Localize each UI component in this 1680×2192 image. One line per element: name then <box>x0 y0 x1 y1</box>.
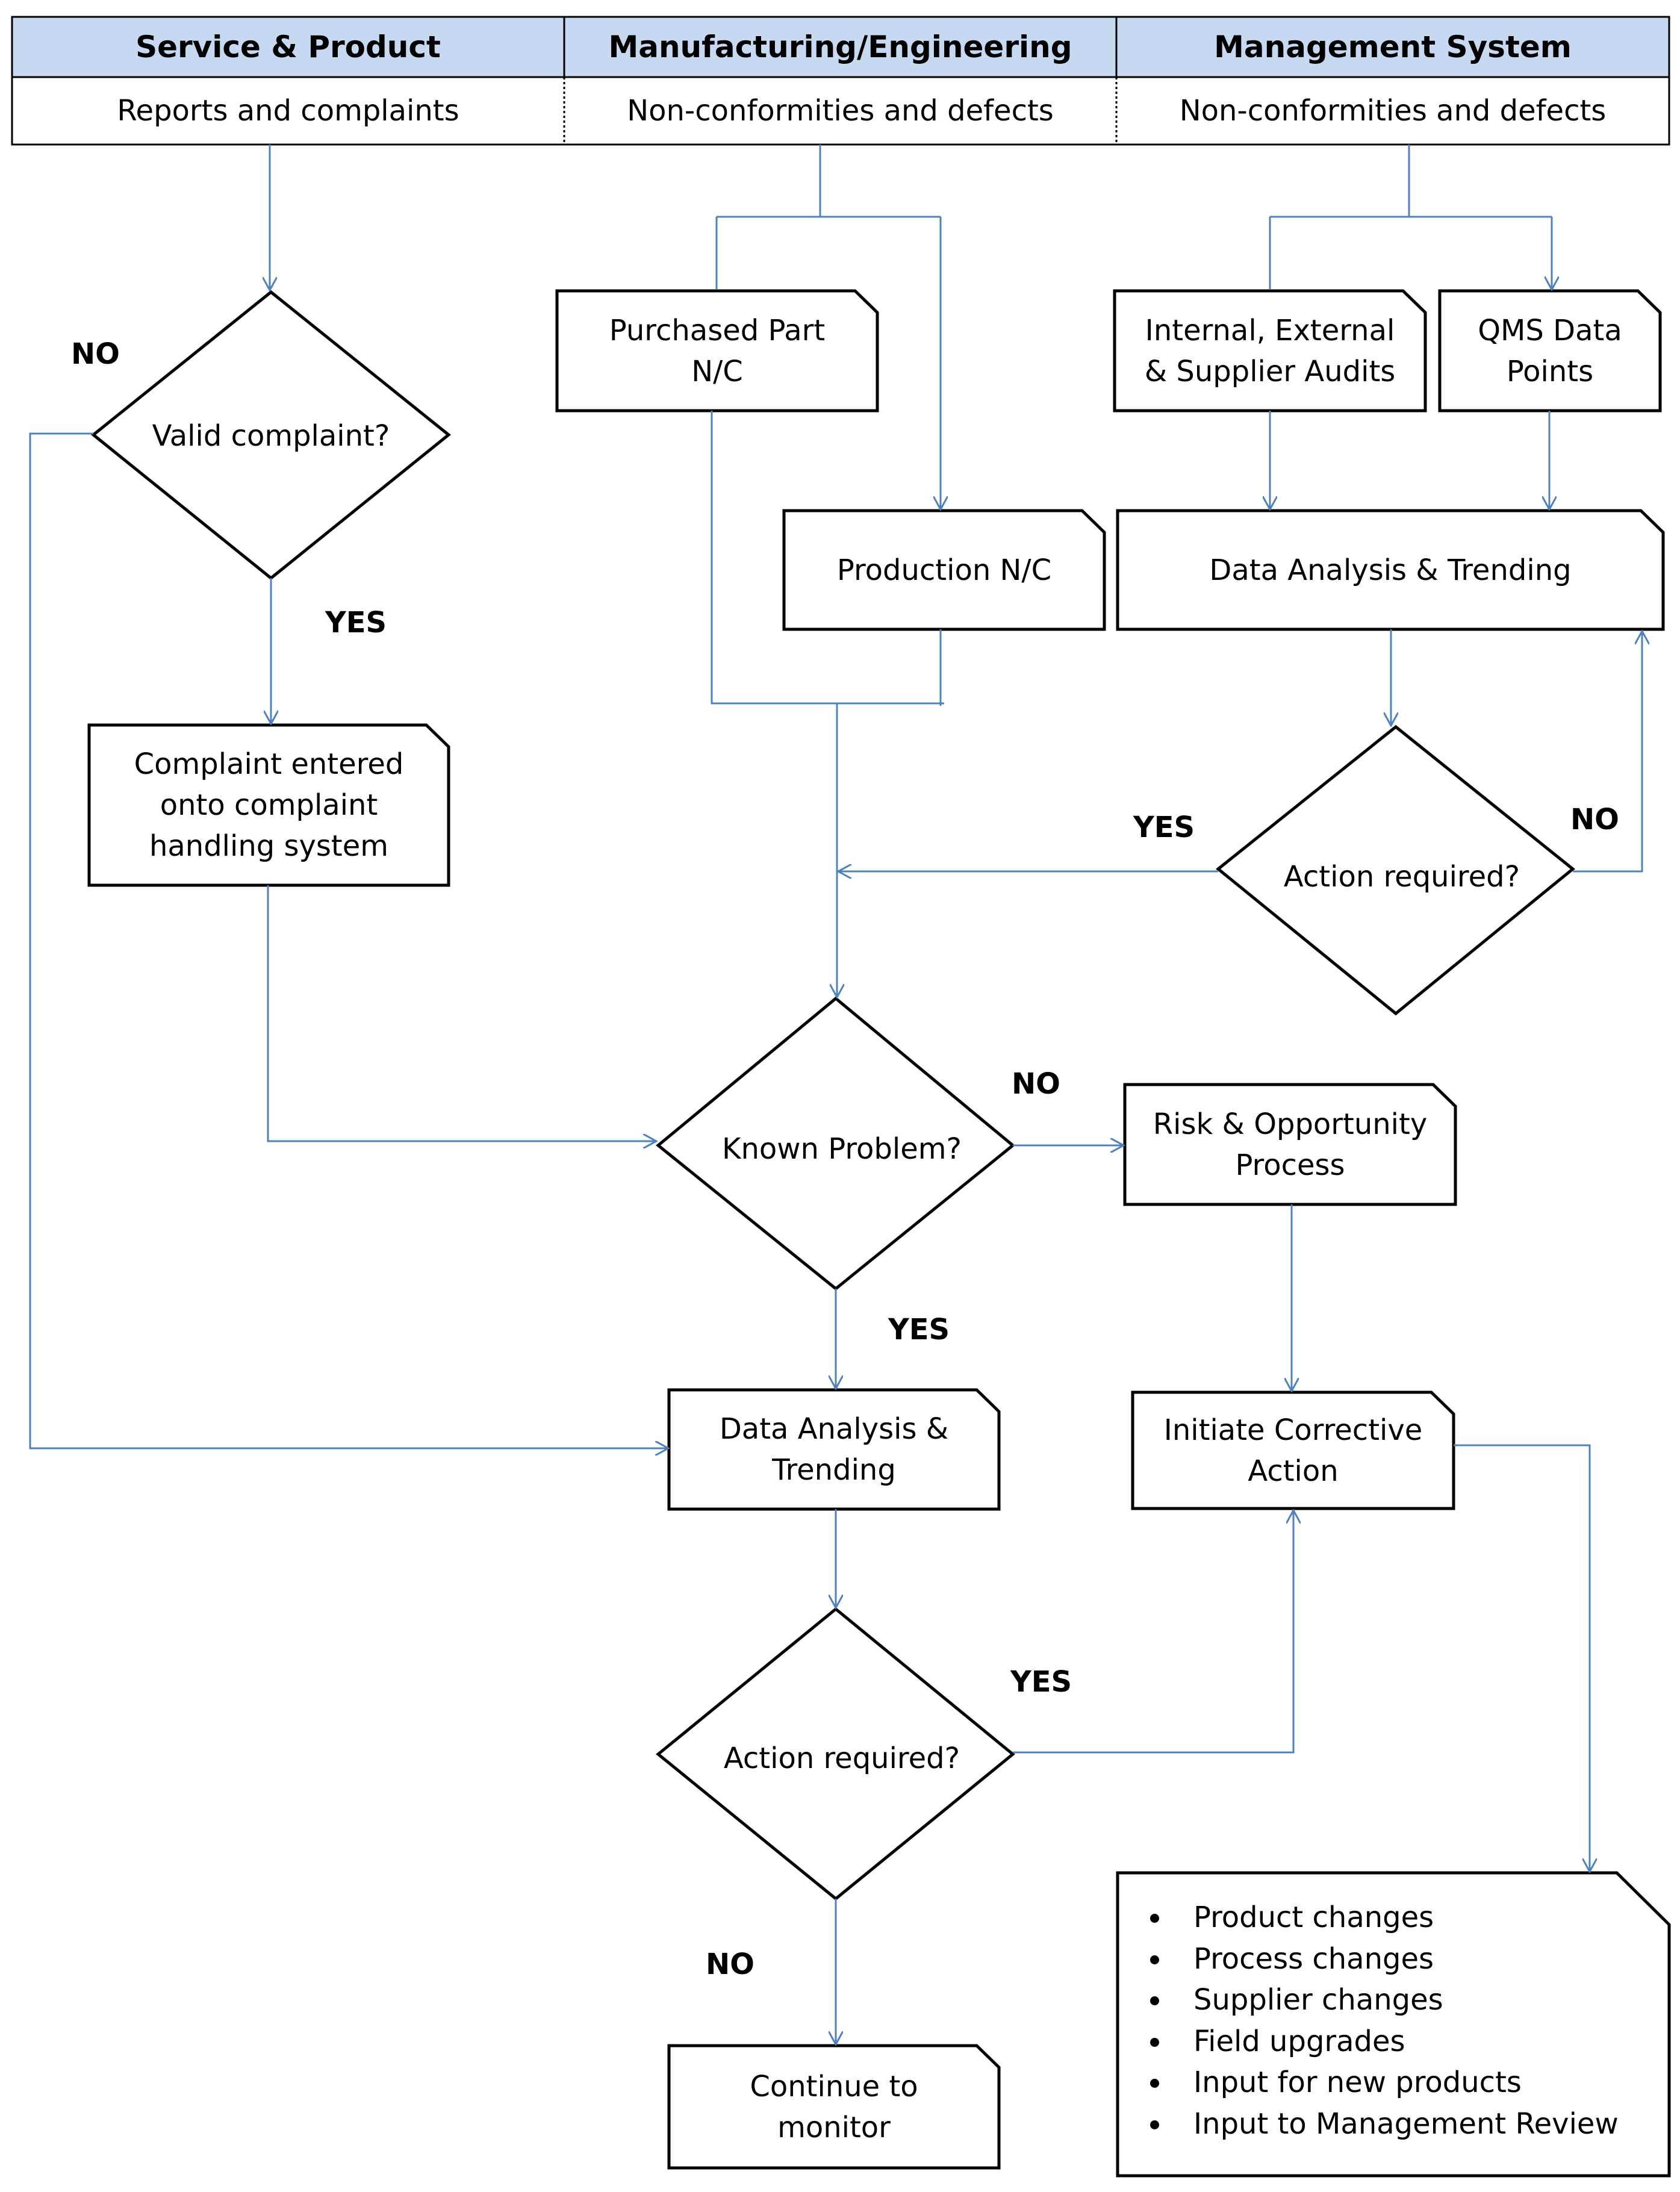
continue-monitor-box <box>667 2044 1001 2170</box>
outcome-item: Product changes <box>1144 1897 1662 1938</box>
audits-label: Internal, External & Supplier Audits <box>1115 291 1425 411</box>
complaint-entered-line1: Complaint entered <box>134 747 404 781</box>
data-analysis-mid-label: Data Analysis & Trending <box>669 1390 999 1509</box>
action-required-top-label: Action required? <box>1283 860 1520 894</box>
risk-opportunity-line2: Process <box>1235 1148 1345 1182</box>
purchased-part-line1: Purchased Part <box>609 313 826 347</box>
audits-line2: & Supplier Audits <box>1144 354 1396 388</box>
data-analysis-mid-line1: Data Analysis & <box>719 1412 949 1446</box>
outcomes-list: Product changes Process changes Supplier… <box>1144 1897 1662 2144</box>
no-label-action-bottom: NO <box>706 1948 754 1981</box>
audits-line1: Internal, External <box>1145 313 1395 347</box>
initiate-ca-box <box>1131 1390 1455 1510</box>
risk-opportunity-box <box>1123 1083 1457 1206</box>
data-analysis-mid-box <box>667 1388 1001 1511</box>
outcome-item: Process changes <box>1144 1938 1662 1980</box>
risk-opportunity-label: Risk & Opportunity Process <box>1125 1085 1455 1204</box>
known-problem-label: Known Problem? <box>722 1132 962 1166</box>
complaint-entered-line2: onto complaint <box>160 788 378 822</box>
continue-monitor-label: Continue to monitor <box>669 2046 999 2168</box>
no-label-action-top: NO <box>1570 803 1619 836</box>
data-analysis-top-box <box>1116 509 1665 631</box>
valid-complaint-label: Valid complaint? <box>152 419 390 453</box>
connector-purchased-merge <box>711 411 944 706</box>
outcomes-box <box>1116 1871 1671 2178</box>
complaint-entered-box <box>87 723 450 887</box>
outcome-item: Input for new products <box>1144 2062 1662 2103</box>
subheader-manufacturing-engineering: Non-conformities and defects <box>627 94 1054 128</box>
qms-data-line2: Points <box>1506 354 1594 388</box>
complaint-entered-label: Complaint entered onto complaint handlin… <box>89 725 449 885</box>
initiate-ca-label: Initiate Corrective Action <box>1133 1392 1454 1509</box>
connector-mfg-split <box>715 145 941 509</box>
yes-label-action-bottom: YES <box>1010 1665 1072 1699</box>
no-label-known-problem: NO <box>1012 1067 1060 1101</box>
subheader-service-product: Reports and complaints <box>117 94 459 128</box>
yes-label-valid-complaint: YES <box>325 606 387 640</box>
connector-valid-no <box>29 432 668 1448</box>
action-required-bottom-label: Action required? <box>723 1742 960 1775</box>
connector-complaint-to-known <box>267 885 656 1141</box>
purchased-part-line2: N/C <box>691 354 743 388</box>
header-service-product: Service & Product <box>135 30 441 64</box>
outcome-item: Input to Management Review <box>1144 2103 1662 2145</box>
initiate-ca-line1: Initiate Corrective <box>1163 1413 1423 1447</box>
connector-action-top-no <box>1573 631 1642 873</box>
subheader-management-system: Non-conformities and defects <box>1179 94 1607 128</box>
header-management-system: Management System <box>1214 30 1572 64</box>
yes-label-action-top: YES <box>1133 811 1195 844</box>
connector-action-bottom-yes <box>1013 1510 1293 1754</box>
continue-monitor-line1: Continue to <box>750 2069 918 2103</box>
data-analysis-mid-line2: Trending <box>772 1453 896 1487</box>
outcome-item: Field upgrades <box>1144 2021 1662 2063</box>
connector-mgmt-split <box>1269 145 1552 290</box>
production-nc-label: Production N/C <box>836 553 1052 587</box>
qms-data-label: QMS Data Points <box>1440 291 1660 411</box>
action-required-top-diamond <box>1216 724 1575 1016</box>
production-nc-box <box>782 509 1106 631</box>
purchased-part-box <box>555 289 879 413</box>
qms-data-box <box>1438 289 1662 413</box>
risk-opportunity-line1: Risk & Opportunity <box>1153 1107 1428 1141</box>
complaint-entered-line3: handling system <box>149 829 389 863</box>
outcome-item: Supplier changes <box>1144 1979 1662 2021</box>
connector-ca-to-outcomes <box>1454 1444 1590 1872</box>
yes-label-known-problem: YES <box>888 1313 950 1347</box>
no-label-valid-complaint: NO <box>71 337 120 371</box>
data-analysis-top-label: Data Analysis & Trending <box>1209 553 1572 587</box>
qms-data-line1: QMS Data <box>1478 313 1622 347</box>
header-table <box>11 16 1670 146</box>
initiate-ca-line2: Action <box>1248 1454 1339 1488</box>
purchased-part-label: Purchased Part N/C <box>557 291 877 411</box>
header-manufacturing-engineering: Manufacturing/Engineering <box>608 30 1072 64</box>
audits-box <box>1113 289 1427 413</box>
continue-monitor-line2: monitor <box>777 2110 891 2144</box>
